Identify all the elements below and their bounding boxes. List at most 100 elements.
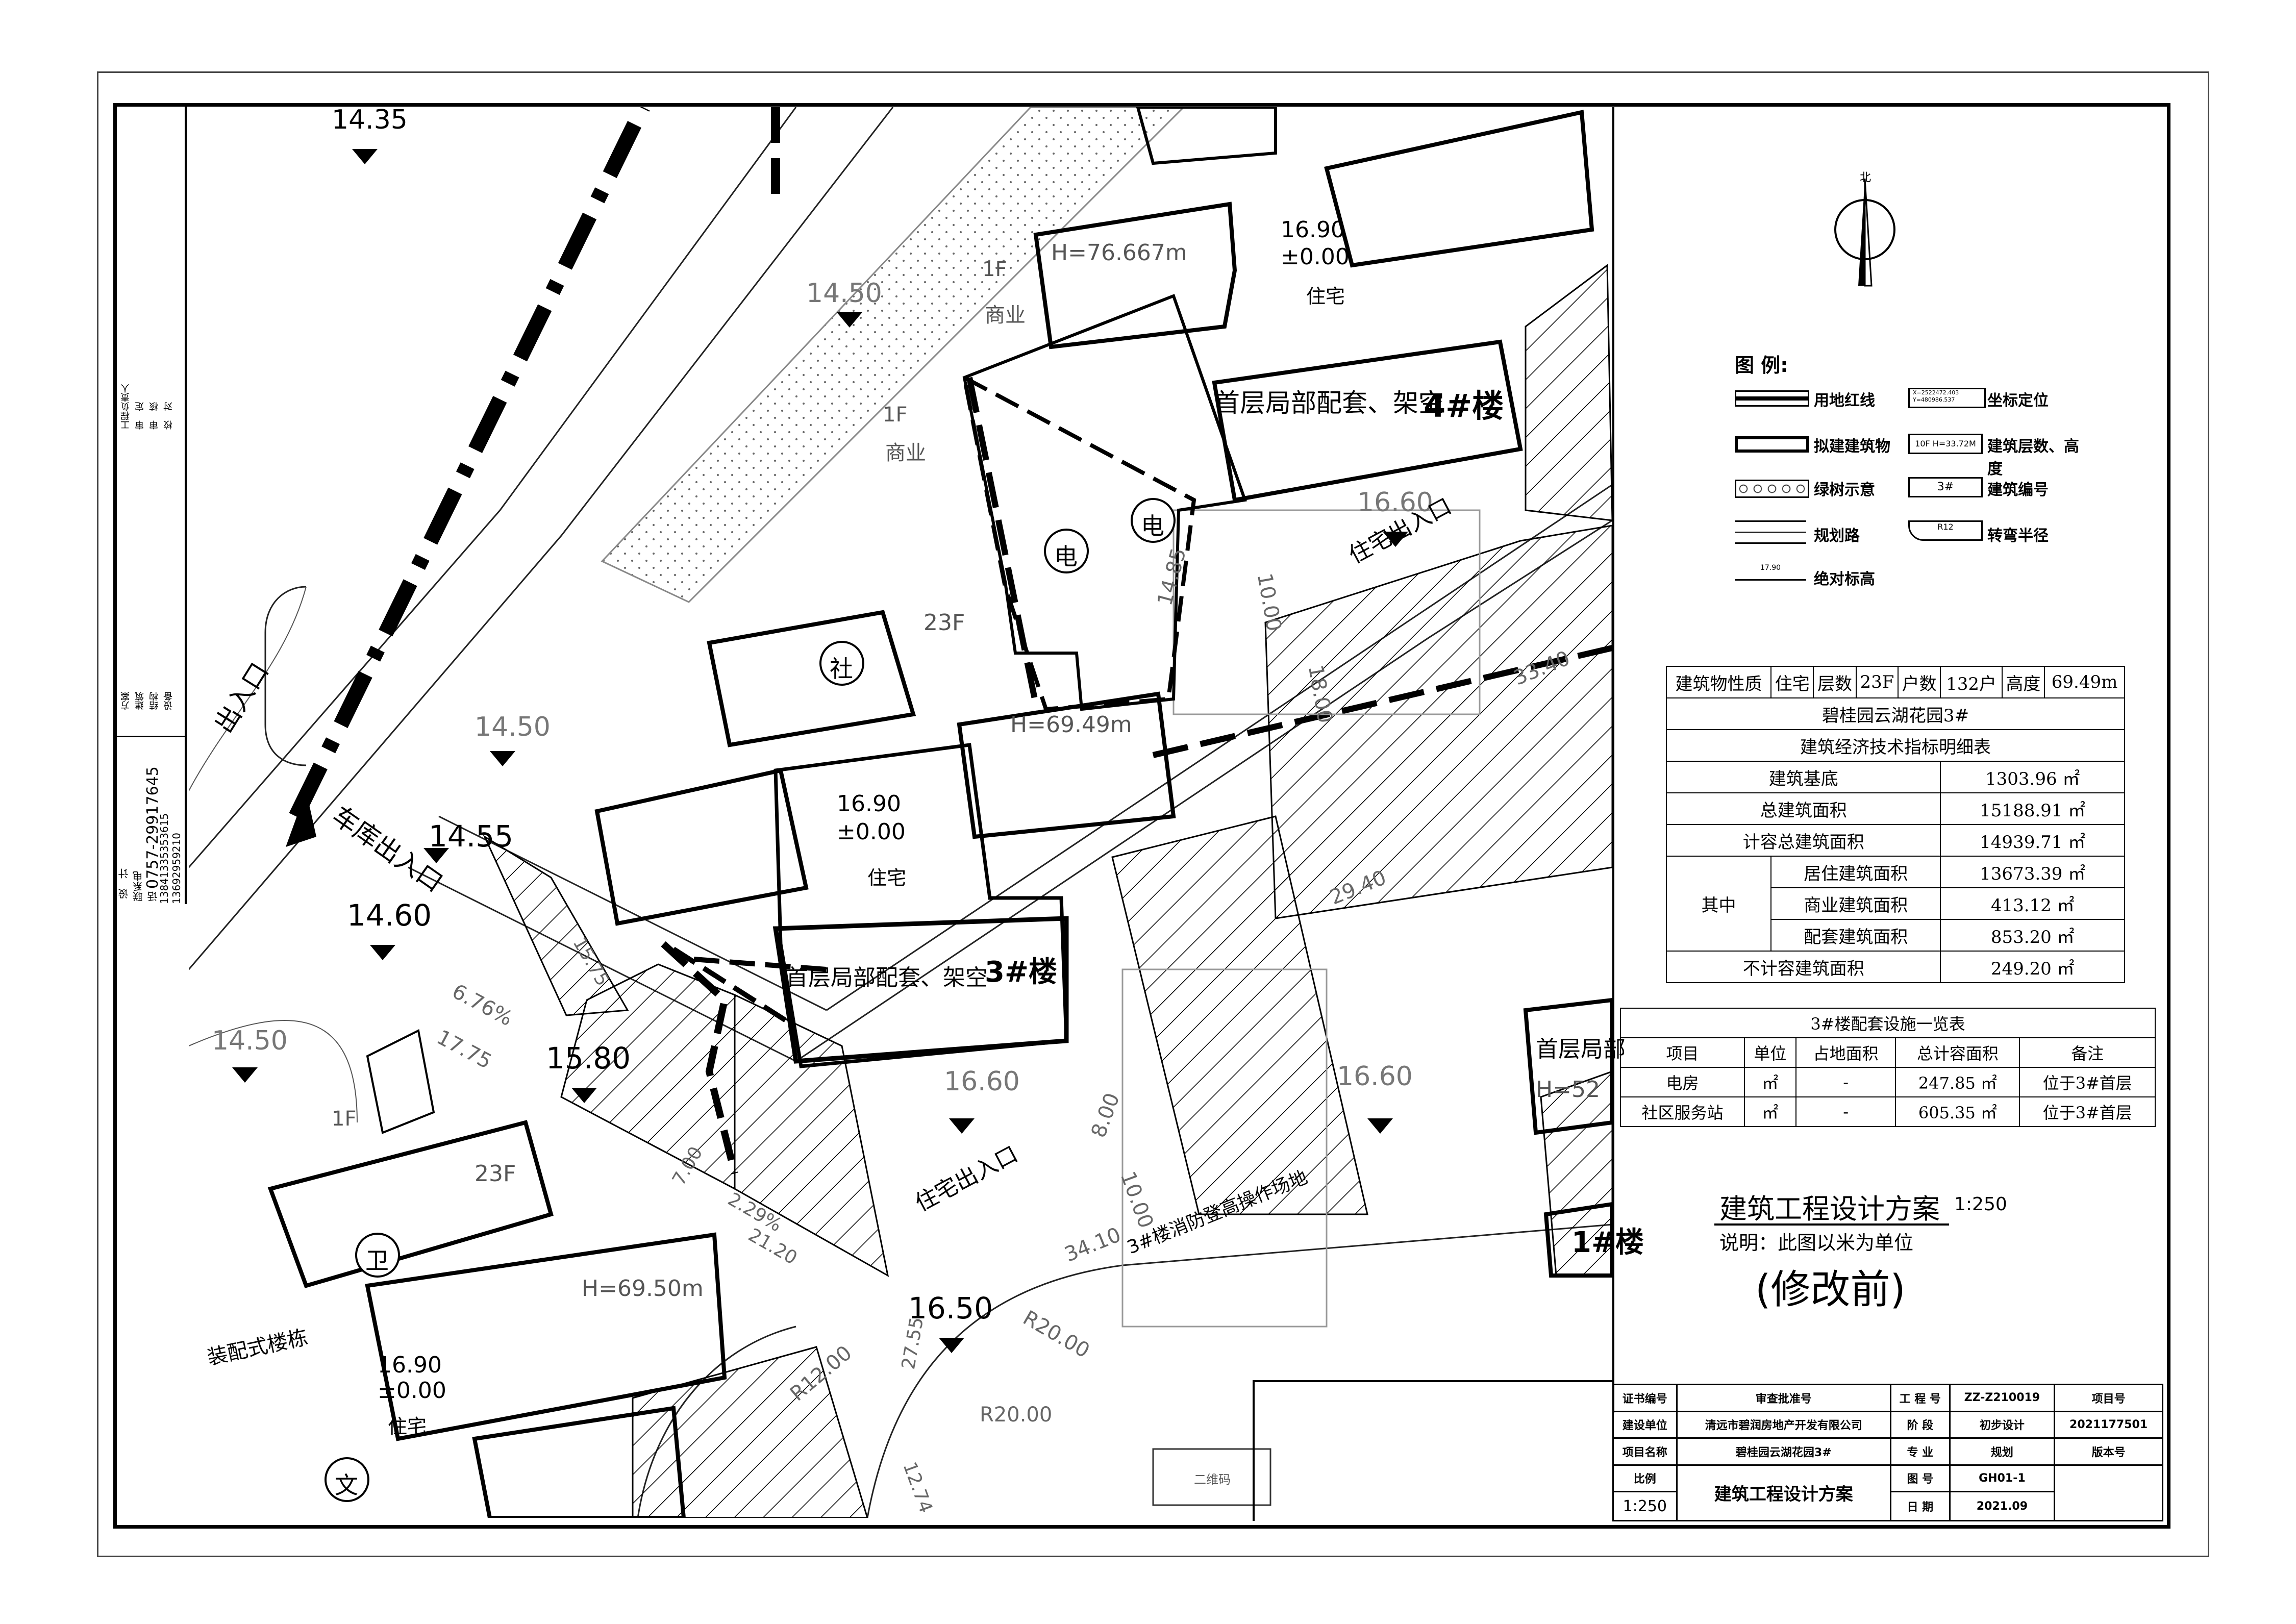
table-row: 电房 ㎡ - 247.85 ㎡ 位于3#首层 (1619, 1067, 2156, 1097)
econ-row1-label: 总建筑面积 (1665, 792, 1941, 825)
label-qr: 二维码 (1194, 1472, 1231, 1487)
tb-discipline-label: 专 业 (1889, 1437, 1951, 1466)
legend-sym-trees (1735, 480, 1809, 498)
elev-14.50-top: 14.50 (806, 278, 882, 309)
tb-review-label: 审查批准号 (1676, 1384, 1891, 1412)
label-23f-b3: 23F (924, 610, 965, 636)
label-res-w: 住宅 (388, 1415, 427, 1438)
legend-label-8: 绝对标高 (1814, 570, 1875, 588)
bldg-3-tower-c (594, 768, 809, 926)
facility-title: 3#楼配套设施一览表 (1620, 1008, 2156, 1038)
elev-marker (232, 1067, 258, 1083)
econ-row5-label: 配套建筑面积 (1770, 919, 1941, 952)
tb-version-label: 版本号 (2054, 1437, 2163, 1466)
road-edge (264, 586, 307, 766)
fire-area-ne (1525, 264, 1612, 521)
econ-row2-value: 14939.71 ㎡ (1940, 824, 2125, 857)
legend-label-0: 用地红线 (1814, 392, 1875, 410)
legend-sym-red-line (1735, 390, 1809, 407)
elev-16.60-b3: 16.60 (944, 1066, 1020, 1097)
legend-sym-building (1735, 436, 1809, 453)
elev-0-b4: ±0.00 (1281, 244, 1350, 270)
elev-14.50-mid: 14.50 (475, 712, 551, 742)
econ-h3: 23F (1855, 666, 1899, 698)
label-b4-podium: 首层局部配套、架空 (1214, 388, 1444, 418)
label-res-b4: 住宅 (1306, 285, 1345, 308)
legend-title: 图 例: (1735, 354, 1788, 377)
facility-r0c4: 位于3#首层 (2019, 1067, 2156, 1097)
site-red-line (672, 946, 787, 1023)
label-b1: 1#楼 (1571, 1226, 1644, 1259)
bldg-4-wing3 (1136, 107, 1277, 165)
label-1f-mid: 1F (883, 403, 908, 427)
bldg-4-wing (1212, 339, 1523, 503)
tb-discipline: 规划 (1949, 1437, 2056, 1466)
tb-item-no: 2021177501 (2054, 1410, 2163, 1439)
label-1f-top: 1F (982, 258, 1007, 281)
road-edge (189, 1020, 358, 1123)
elev-marker (423, 848, 449, 863)
tb-stage: 初步设计 (1949, 1410, 2056, 1439)
econ-h7: 69.49m (2044, 666, 2125, 698)
elec-symbol-2: 电 (1141, 512, 1164, 540)
bldg-outline (1121, 968, 1328, 1328)
econ-row1-value: 15188.91 ㎡ (1940, 792, 2125, 825)
elev-0-w: ±0.00 (378, 1378, 446, 1404)
elev-marker (1367, 1118, 1393, 1134)
left-strip: 0757-29917645 13692959210 13841335353615… (113, 103, 187, 904)
facility-r1c1: ㎡ (1744, 1096, 1796, 1127)
legend-label-3: 建筑层数、高度 (1987, 438, 2079, 478)
label-h6949: H=69.49m (1010, 712, 1132, 738)
entrance-arrow (286, 791, 316, 847)
label-b3-podium: 首层局部配套、架空 (786, 965, 988, 991)
tb-drawing-label: 图 号 (1889, 1464, 1951, 1493)
econ-table: 建筑物性质 住宅 层数 23F 户数 132户 高度 69.49m 碧桂园云湖花… (1665, 666, 2125, 983)
legend-label-1: 坐标定位 (1987, 392, 2049, 410)
legend-label-5: 建筑编号 (1987, 481, 2049, 499)
elev-0-b3: ±0.00 (837, 819, 906, 845)
facility-h4: 备注 (2019, 1037, 2156, 1068)
tb-project: 碧桂园云湖花园3# (1676, 1437, 1891, 1466)
outer-frame (97, 71, 2209, 1557)
elev-14.55: 14.55 (429, 819, 514, 854)
fire-area-se (1540, 1070, 1612, 1277)
bldg-1 (1523, 997, 1612, 1135)
econ-header-row: 建筑物性质 住宅 层数 23F 户数 132户 高度 69.49m (1665, 666, 2125, 698)
tb-item-no-label: 项目号 (2054, 1384, 2163, 1412)
elev-16.60-e: 16.60 (1337, 1061, 1413, 1092)
bldg-1f-box (366, 1029, 435, 1134)
table-row: 社区服务站 ㎡ - 605.35 ㎡ 位于3#首层 (1619, 1096, 2156, 1127)
label-b3: 3#楼 (985, 956, 1057, 989)
facility-r1c0: 社区服务站 (1619, 1096, 1745, 1127)
label-23f-w: 23F (475, 1161, 516, 1187)
elev-marker (939, 1338, 964, 1353)
tb-cert-label: 证书编号 (1612, 1384, 1678, 1412)
label-commerce-top: 商业 (985, 304, 1026, 327)
facility-r0c2: - (1795, 1067, 1896, 1097)
legend-sym-road (1735, 520, 1806, 544)
elev-16.90-w: 16.90 (378, 1352, 442, 1378)
econ-row6-label: 不计容建筑面积 (1665, 951, 1941, 983)
elev-16.60-b4: 16.60 (1357, 487, 1433, 518)
bldg-3-body (773, 743, 1068, 1068)
legend-sym-radius: R12 (1908, 520, 1983, 541)
econ-row2-label: 计容总建筑面积 (1665, 824, 1941, 857)
elev-marker (490, 751, 515, 766)
planting-strip (601, 107, 1185, 603)
elec-symbol-circle (1044, 529, 1089, 573)
tb-client-label: 建设单位 (1612, 1410, 1678, 1439)
tb-version-value (2054, 1464, 2163, 1522)
elev-marker (837, 312, 862, 328)
road-edge (189, 107, 797, 868)
econ-subtitle: 建筑经济技术指标明细表 (1666, 729, 2125, 762)
legend: 用地红线 X=2522472.403 Y=480986.537 坐标定位 拟建建… (1735, 385, 2092, 599)
tb-date: 2021.09 (1949, 1491, 2056, 1521)
north-label: 北 (1860, 171, 1871, 184)
elev-16.50: 16.50 (908, 1291, 993, 1326)
elev-marker (370, 945, 395, 960)
